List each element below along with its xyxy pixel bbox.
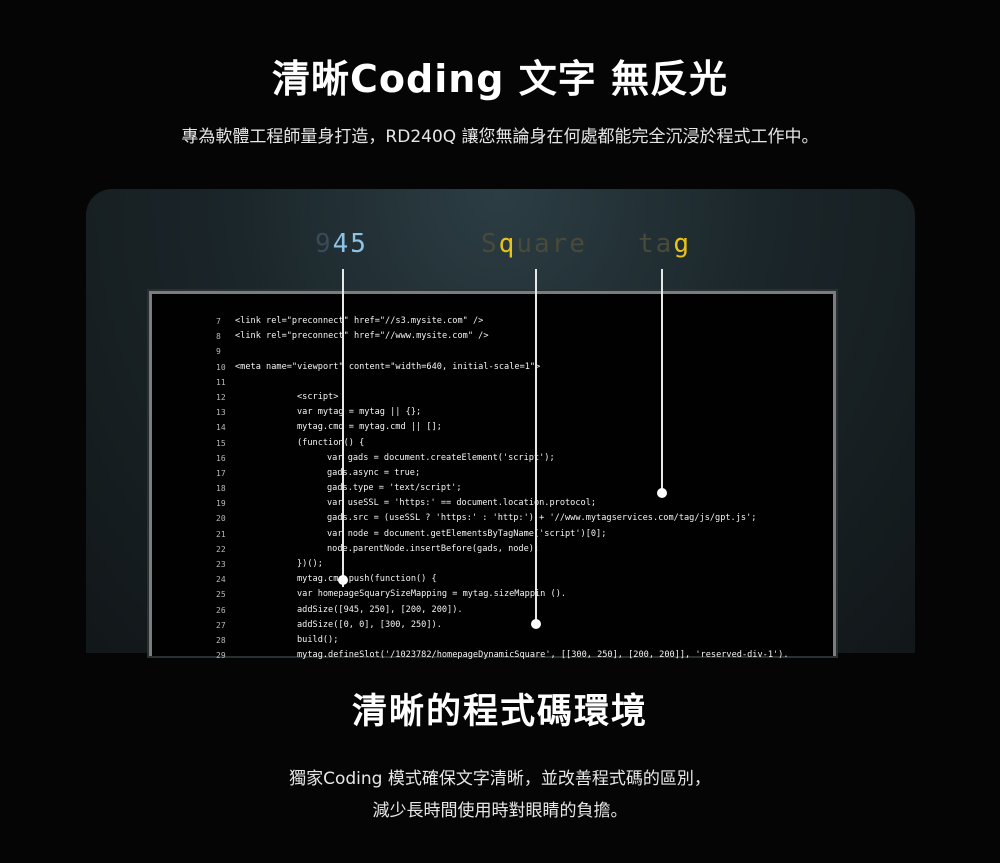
code-line-text: <script> — [297, 391, 339, 402]
code-line-number: 23 — [216, 560, 226, 569]
code-line-number: 21 — [216, 529, 226, 539]
coding-illustration: 945 Square tag 7 <link rel="preconnect" h… — [86, 189, 915, 660]
pointer-line-945 — [342, 269, 344, 587]
code-line-text: <meta name="viewport" content="width=640… — [235, 361, 541, 372]
code-line: 18 gads.type = 'text/script'; — [152, 481, 833, 496]
section-body-line-2: 減少長時間使用時對眼睛的負擔。 — [372, 801, 628, 821]
code-line-number: 19 — [216, 499, 226, 509]
code-line-text: (function() { — [297, 437, 365, 448]
code-line-number: 17 — [216, 468, 226, 478]
code-line-number: 14 — [216, 423, 226, 433]
code-line: 14 mytag.cmd = mytag.cmd || []; — [152, 420, 833, 435]
code-line: 17 gads.async = true; — [152, 466, 833, 481]
label-tag: tag — [638, 229, 691, 259]
code-line-number: 15 — [216, 438, 226, 448]
code-line: 16 var gads = document.createElement('scr… — [152, 451, 833, 466]
code-line-text: addSize([0, 0], [300, 250]). — [297, 619, 442, 630]
code-line-number: 16 — [216, 453, 226, 463]
section-heading: 清晰的程式碼環境 — [351, 692, 648, 732]
code-line-number: 11 — [216, 377, 226, 387]
code-line-text: var gads = document.createElement('scrip… — [327, 452, 555, 463]
code-line-text: gads.src = (useSSL ? 'https:' : 'http:')… — [327, 513, 757, 524]
code-line-number: 20 — [216, 514, 226, 524]
code-line-number: 26 — [216, 605, 226, 615]
code-line-number: 27 — [216, 620, 226, 630]
code-line-text: mytag.cmd.push(function() { — [297, 574, 437, 585]
code-line: 19 var useSSL = 'https:' == document.loca… — [152, 496, 833, 511]
code-line-text: gads.async = true; — [327, 467, 421, 478]
code-line-number: 25 — [216, 590, 226, 600]
code-line: 22 node.parentNode.insertBefore(gads, nod… — [152, 542, 833, 557]
code-line-number: 8 — [216, 332, 221, 342]
code-line-number: 24 — [216, 575, 226, 585]
code-line-text: mytag.defineSlot('/1023782/homepageDynam… — [297, 650, 789, 661]
code-line-text: })(); — [297, 559, 323, 569]
code-line-text: <link rel="preconnect" href="//s3.mysite… — [235, 316, 484, 326]
code-line-number: 18 — [216, 484, 226, 494]
code-line: 8 <link rel="preconnect" href="//www.mysi… — [152, 329, 833, 344]
pointer-dot-tag — [657, 488, 667, 498]
code-line: 9 — [152, 344, 833, 359]
code-line: 23 })(); — [152, 557, 833, 572]
code-line: 10 <meta name="viewport" content="width=6… — [152, 360, 833, 375]
code-line: 24 mytag.cmd.push(function() { — [152, 572, 833, 587]
code-line-number: 29 — [216, 651, 226, 661]
label-945: 945 — [315, 229, 368, 259]
section-body-line-1: 獨家Coding 模式確保文字清晰，並改善程式碼的區別， — [289, 769, 711, 789]
code-line: 21 var node = document.getElementsByTagNa… — [152, 527, 833, 542]
code-line: 27 addSize([0, 0], [300, 250]). — [152, 618, 833, 633]
code-line-text: gads.type = 'text/script'; — [327, 483, 462, 494]
code-line-text: var node = document.getElementsByTagName… — [327, 528, 607, 539]
code-line: 7 <link rel="preconnect" href="//s3.mysit… — [152, 314, 833, 329]
code-listing: 7 <link rel="preconnect" href="//s3.mysit… — [152, 314, 833, 663]
code-line-number: 13 — [216, 408, 226, 418]
code-line: 25 var homepageSquarySizeMapping = mytag.… — [152, 587, 833, 602]
code-line: 28 build(); — [152, 633, 833, 648]
code-line: 20 gads.src = (useSSL ? 'https:' : 'http:… — [152, 511, 833, 526]
code-line-number: 10 — [216, 362, 226, 372]
code-line-number: 28 — [216, 635, 226, 645]
code-line: 12 <script> — [152, 390, 833, 405]
pointer-dot-945 — [338, 575, 348, 585]
code-line-text: node.parentNode.insertBefore(gads, node)… — [327, 543, 540, 554]
pointer-line-tag — [661, 269, 663, 491]
code-line: 15 (function() { — [152, 436, 833, 451]
pointer-line-square — [535, 269, 537, 624]
code-line-number: 22 — [216, 544, 226, 554]
code-line-text: var homepageSquarySizeMapping = mytag.si… — [297, 589, 567, 600]
code-line: 29 mytag.defineSlot('/1023782/homepageDyn… — [152, 648, 833, 663]
code-line-number: 7 — [216, 317, 221, 326]
code-line: 11 — [152, 375, 833, 390]
code-line-text: mytag.cmd = mytag.cmd || []; — [297, 422, 442, 433]
code-line-text: var mytag = mytag || {}; — [297, 407, 422, 418]
monitor-screen: 7 <link rel="preconnect" href="//s3.mysit… — [149, 291, 836, 660]
code-line-text: <link rel="preconnect" href="//www.mysit… — [235, 331, 489, 342]
code-line-text: var useSSL = 'https:' == document.locati… — [327, 498, 597, 509]
code-line-text: addSize([945, 250], [200, 200]). — [297, 604, 463, 615]
highlight-labels: 945 Square tag — [86, 229, 915, 269]
pointer-dot-square — [531, 619, 541, 629]
page-subtitle: 專為軟體工程師量身打造，RD240Q 讓您無論身在何處都能完全沉浸於程式工作中。 — [181, 127, 819, 147]
code-line-number: 12 — [216, 392, 226, 402]
code-line: 13 var mytag = mytag || {}; — [152, 405, 833, 420]
code-line-number: 9 — [216, 347, 221, 357]
page-title: 清晰Coding 文字 無反光 — [272, 57, 728, 101]
label-square: Square — [481, 229, 587, 259]
code-line-text: build(); — [297, 634, 339, 645]
code-line: 26 addSize([945, 250], [200, 200]). — [152, 603, 833, 618]
